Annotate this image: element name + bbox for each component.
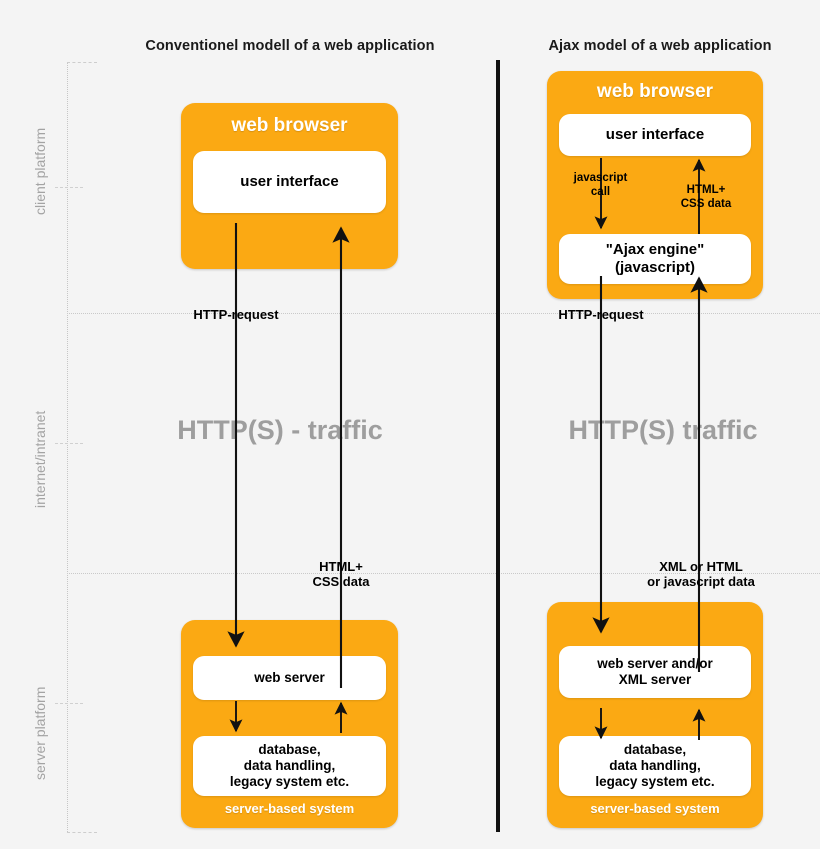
ajax-engine-box: "Ajax engine" (javascript) <box>559 234 751 284</box>
right-server-panel: web server and/or XML server database, d… <box>547 602 763 828</box>
left-http-request-label: HTTP-request <box>193 307 279 322</box>
right-database-box: database, data handling, legacy system e… <box>559 736 751 796</box>
left-traffic-watermark: HTTP(S) - traffic <box>177 415 383 445</box>
zone-tick-client <box>55 187 83 188</box>
left-column-title: Conventionel modell of a web application <box>145 38 435 54</box>
right-response-label: XML or HTML or javascript data <box>647 559 755 590</box>
zone-label-server-platform: server platform <box>32 686 48 780</box>
right-user-interface-box: user interface <box>559 114 751 156</box>
left-web-browser-title: web browser <box>231 115 348 136</box>
zone-tick-internet <box>55 443 83 444</box>
left-web-browser-panel: web browser user interface <box>181 103 398 269</box>
zone-divider-internet-server <box>67 573 820 574</box>
right-http-request-label: HTTP-request <box>558 307 644 322</box>
right-web-browser-title: web browser <box>596 81 714 102</box>
left-user-interface-box: user interface <box>193 151 386 213</box>
right-server-footer: server-based system <box>590 801 720 816</box>
right-column-title: Ajax model of a web application <box>548 38 772 54</box>
left-database-box: database, data handling, legacy system e… <box>193 736 386 796</box>
left-response-label: HTML+ CSS data <box>312 559 370 590</box>
zone-label-client-platform: client platform <box>32 127 48 215</box>
zone-guide-top-stub <box>67 62 97 63</box>
left-web-server-box: web server <box>193 656 386 700</box>
right-traffic-watermark: HTTP(S) traffic <box>568 415 758 445</box>
zone-label-internet-intranet: internet/intranet <box>32 410 48 508</box>
javascript-call-label: javascript call <box>573 172 628 198</box>
html-css-data-label: HTML+ CSS data <box>680 184 732 210</box>
zone-divider-client-internet <box>67 313 820 314</box>
left-server-footer: server-based system <box>224 801 355 816</box>
column-divider <box>496 60 500 832</box>
right-web-browser-panel: web browser user interface "Ajax engine"… <box>547 71 763 299</box>
left-server-panel: web server database, data handling, lega… <box>181 620 398 828</box>
right-web-server-box: web server and/or XML server <box>559 646 751 698</box>
zone-tick-server <box>55 703 83 704</box>
zone-vertical-guide <box>67 62 68 832</box>
zone-guide-bottom-stub <box>67 832 97 833</box>
